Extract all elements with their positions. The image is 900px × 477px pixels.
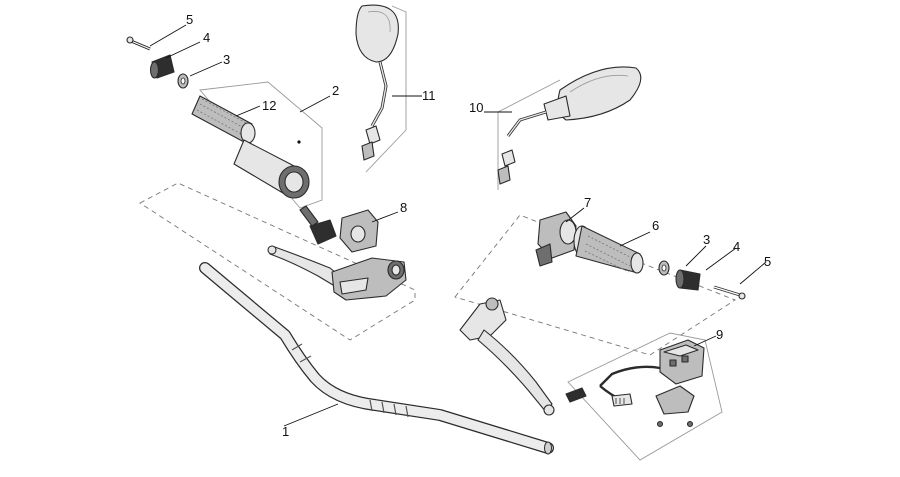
callout-leaders bbox=[149, 24, 767, 427]
callout-9: 9 bbox=[716, 327, 723, 342]
leader-12 bbox=[235, 105, 261, 117]
bolt-right bbox=[713, 285, 746, 300]
callout-5-right: 5 bbox=[764, 254, 771, 269]
left-control-zone-outline bbox=[139, 182, 416, 341]
bolt-left bbox=[126, 36, 151, 51]
callout-5-left: 5 bbox=[186, 12, 193, 27]
callout-4-left: 4 bbox=[203, 30, 210, 45]
left-mirror-zone-outline bbox=[365, 5, 407, 173]
left-grip-tube bbox=[233, 139, 310, 199]
throttle-housing bbox=[535, 211, 577, 267]
leader-3-right bbox=[685, 245, 707, 267]
right-mirror bbox=[497, 66, 642, 185]
leader-4-right bbox=[705, 247, 737, 271]
callout-10: 10 bbox=[469, 100, 483, 115]
callout-2: 2 bbox=[332, 83, 339, 98]
leader-5-right bbox=[739, 261, 767, 285]
leader-2 bbox=[299, 95, 331, 113]
leader-4-left bbox=[165, 41, 201, 59]
callout-12: 12 bbox=[262, 98, 276, 113]
leader-3-left bbox=[189, 61, 223, 77]
callout-7: 7 bbox=[584, 195, 591, 210]
right-control-zone-outline bbox=[454, 214, 736, 356]
callout-8: 8 bbox=[400, 200, 407, 215]
leader-6 bbox=[619, 231, 651, 247]
bar-end-weight-left bbox=[149, 54, 175, 79]
callout-3-left: 3 bbox=[223, 52, 230, 67]
handlebar bbox=[199, 262, 554, 455]
callout-labels: 1 2 3 4 5 6 7 8 9 10 11 12 3 4 5 bbox=[186, 12, 771, 439]
leader-7 bbox=[565, 207, 585, 223]
right-switch-zone-outline bbox=[567, 332, 723, 461]
leader-5-left bbox=[149, 24, 187, 47]
leader-9 bbox=[693, 335, 717, 347]
left-mirror bbox=[355, 4, 399, 161]
leader-8 bbox=[371, 211, 399, 223]
leader-1 bbox=[283, 403, 339, 427]
bar-end-weight-right bbox=[675, 269, 701, 291]
callout-4-right: 4 bbox=[733, 239, 740, 254]
spacer-right bbox=[658, 260, 670, 276]
callout-6: 6 bbox=[652, 218, 659, 233]
callout-11: 11 bbox=[422, 88, 436, 103]
spacer-left bbox=[177, 73, 189, 89]
left-lever-assembly bbox=[267, 245, 407, 301]
right-grip bbox=[573, 225, 644, 274]
left-grip-rubber bbox=[191, 95, 256, 144]
left-switch-housing bbox=[299, 205, 379, 253]
callout-3-right: 3 bbox=[703, 232, 710, 247]
right-switch-housing bbox=[565, 339, 705, 428]
right-brake-lever bbox=[459, 297, 555, 416]
callout-1: 1 bbox=[282, 424, 289, 439]
